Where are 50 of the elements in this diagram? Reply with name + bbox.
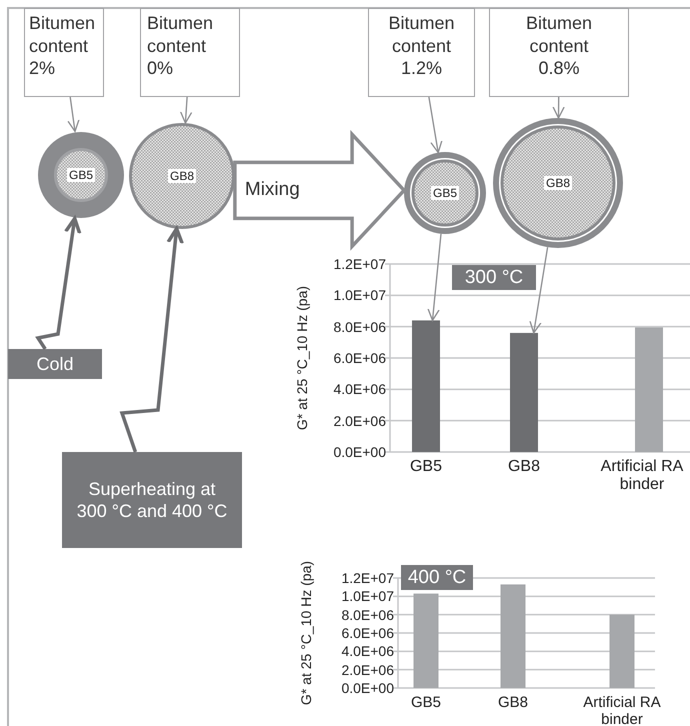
tick-label: 4.0E+06 — [340, 644, 394, 658]
arrow — [428, 96, 442, 154]
category-label: GB5 — [408, 458, 443, 476]
category-label: GB5 — [410, 694, 442, 712]
thick-arrow — [35, 216, 82, 350]
thick-arrow — [120, 226, 184, 453]
callout-box: Bitumen content 2% — [24, 8, 104, 97]
tick-label: 0.0E+00 — [332, 445, 386, 459]
tick-label: 8.0E+06 — [340, 608, 394, 622]
axis-title: G* at 25 °C_10 Hz (pa) — [294, 284, 310, 432]
bar — [412, 320, 440, 452]
tick-label: 6.0E+06 — [340, 626, 394, 640]
edge-label: Mixing — [244, 179, 300, 202]
category-label: Artificial RA binder — [582, 694, 662, 726]
callout-box: Bitumen content 0.8% — [489, 8, 629, 97]
tick-label: 6.0E+06 — [332, 351, 386, 365]
particle-label: GB8 — [168, 169, 196, 183]
arrow — [552, 97, 565, 119]
temperature-tag: 300 °C — [452, 265, 536, 290]
axis-title: G* at 25 °C_10 Hz (pa) — [298, 560, 314, 708]
category-label: Artificial RA binder — [600, 458, 684, 495]
tick-label: 1.0E+07 — [340, 589, 394, 604]
category-label: GB8 — [496, 694, 529, 712]
tick-label: 1.0E+07 — [332, 288, 386, 302]
arrow — [427, 234, 442, 322]
arrow — [67, 96, 80, 132]
tick-label: 2.0E+06 — [340, 662, 394, 677]
temperature-tag: 400 °C — [401, 565, 473, 590]
tick-label: 1.2E+07 — [340, 571, 394, 585]
tick-label: 4.0E+06 — [332, 382, 386, 396]
aggregate-particle — [37, 131, 125, 219]
arrow — [529, 247, 548, 334]
arrow — [180, 96, 192, 124]
aggregate-particle — [493, 118, 623, 248]
block-arrow — [233, 130, 406, 251]
particle-label: GB5 — [430, 186, 459, 200]
particle-label: GB5 — [66, 168, 95, 182]
callout-box: Bitumen content 0% — [140, 8, 240, 97]
tick-label: 1.2E+07 — [332, 257, 386, 271]
tick-label: 0.0E+00 — [340, 681, 394, 695]
tick-label: 8.0E+06 — [332, 320, 386, 334]
category-label: GB8 — [506, 458, 541, 476]
particle-label: GB8 — [544, 176, 572, 190]
tick-label: 2.0E+06 — [332, 414, 386, 428]
label-box: Cold — [8, 349, 102, 379]
aggregate-particle — [404, 152, 486, 234]
aggregate-particle — [129, 123, 235, 229]
label-box: Superheating at 300 °C and 400 °C — [62, 452, 242, 548]
bar — [510, 332, 538, 452]
callout-box: Bitumen content 1.2% — [368, 8, 475, 97]
